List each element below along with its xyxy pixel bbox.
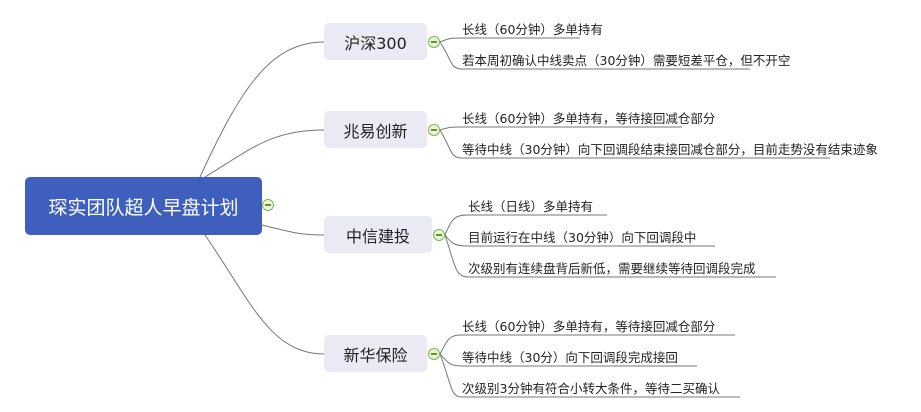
connector <box>444 214 607 236</box>
leaf-text[interactable]: 等待中线（30分钟）向下回调段结束接回减仓部分，目前走势没有结束迹象 <box>462 142 878 157</box>
topic-hushen300[interactable]: 沪深300 <box>324 23 427 60</box>
topic-xinhua[interactable]: 新华保险 <box>324 335 427 372</box>
connector <box>204 129 325 178</box>
connector <box>439 129 830 159</box>
collapse-toggle-icon[interactable] <box>433 229 445 241</box>
connector <box>439 126 682 131</box>
collapse-toggle-icon[interactable] <box>428 124 440 136</box>
collapse-toggle-icon[interactable] <box>262 199 274 211</box>
connector <box>444 234 776 278</box>
leaf-text[interactable]: 次级别3分钟有符合小转大条件，等待二买确认 <box>462 381 720 396</box>
connector <box>204 234 325 355</box>
connector <box>199 41 325 178</box>
connector <box>439 41 750 70</box>
topic-label: 中信建投 <box>345 226 410 246</box>
connector <box>439 334 735 355</box>
topic-label: 沪深300 <box>344 33 407 53</box>
collapse-toggle-icon[interactable] <box>428 348 440 360</box>
topic-label: 新华保险 <box>343 345 408 365</box>
connector <box>439 353 740 398</box>
leaf-text[interactable]: 长线（60分钟）多单持有 <box>462 22 603 37</box>
topic-zhongxin[interactable]: 中信建投 <box>324 216 432 253</box>
leaf-text[interactable]: 目前运行在中线（30分钟）向下回调段中 <box>468 230 697 245</box>
leaf-text[interactable]: 等待中线（30分）向下回调段完成接回 <box>462 350 678 365</box>
connector <box>439 353 697 367</box>
root-topic[interactable]: 琛实团队超人早盘计划 <box>25 177 262 235</box>
topic-label: 兆易创新 <box>343 121 408 141</box>
collapse-toggle-icon[interactable] <box>428 36 440 48</box>
connector <box>261 224 325 236</box>
topic-zhaoyi[interactable]: 兆易创新 <box>324 111 427 148</box>
root-label: 琛实团队超人早盘计划 <box>48 196 239 219</box>
leaf-text[interactable]: 长线（60分钟）多单持有，等待接回减仓部分 <box>462 319 716 334</box>
leaf-text[interactable]: 长线（日线）多单持有 <box>468 199 594 214</box>
leaf-text[interactable]: 若本周初确认中线卖点（30分钟）需要短差平仓，但不开空 <box>462 53 791 68</box>
connector <box>439 37 580 43</box>
leaf-text[interactable]: 次级别有连续盘背后新低，需要继续等待回调段完成 <box>468 261 756 276</box>
connector <box>444 234 715 247</box>
leaf-text[interactable]: 长线（60分钟）多单持有，等待接回减仓部分 <box>462 111 716 126</box>
